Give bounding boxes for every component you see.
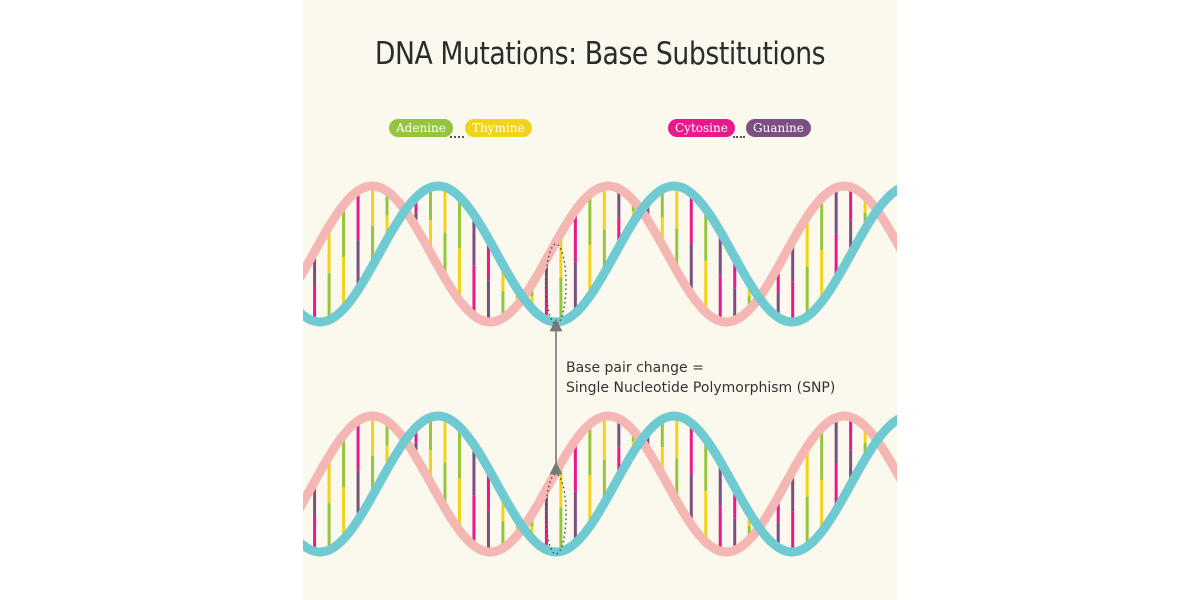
snp-caption: Base pair change = Single Nucleotide Pol… [566, 358, 835, 398]
blue-backbone [303, 181, 897, 327]
blue-backbone [303, 411, 897, 557]
legend-pair-connector-at [450, 136, 464, 140]
dna-helix-mutated [303, 411, 897, 557]
legend-thymine: Thymine [465, 119, 532, 137]
legend-pair-connector-cg [733, 136, 745, 140]
diagram-panel [303, 0, 897, 600]
dna-helix-original [303, 181, 897, 327]
snp-highlight-top [545, 243, 567, 325]
snp-highlight-bottom [545, 473, 567, 555]
legend-guanine: Guanine [746, 119, 811, 137]
legend-cytosine: Cytosine [668, 119, 735, 137]
legend-adenine: Adenine [389, 119, 453, 137]
pink-backbone [303, 181, 897, 327]
snp-caption-line-1: Base pair change = [566, 360, 704, 376]
pink-backbone [303, 411, 897, 557]
snp-caption-line-2: Single Nucleotide Polymorphism (SNP) [566, 380, 836, 396]
diagram-title: DNA Mutations: Base Substitutions [374, 36, 826, 72]
